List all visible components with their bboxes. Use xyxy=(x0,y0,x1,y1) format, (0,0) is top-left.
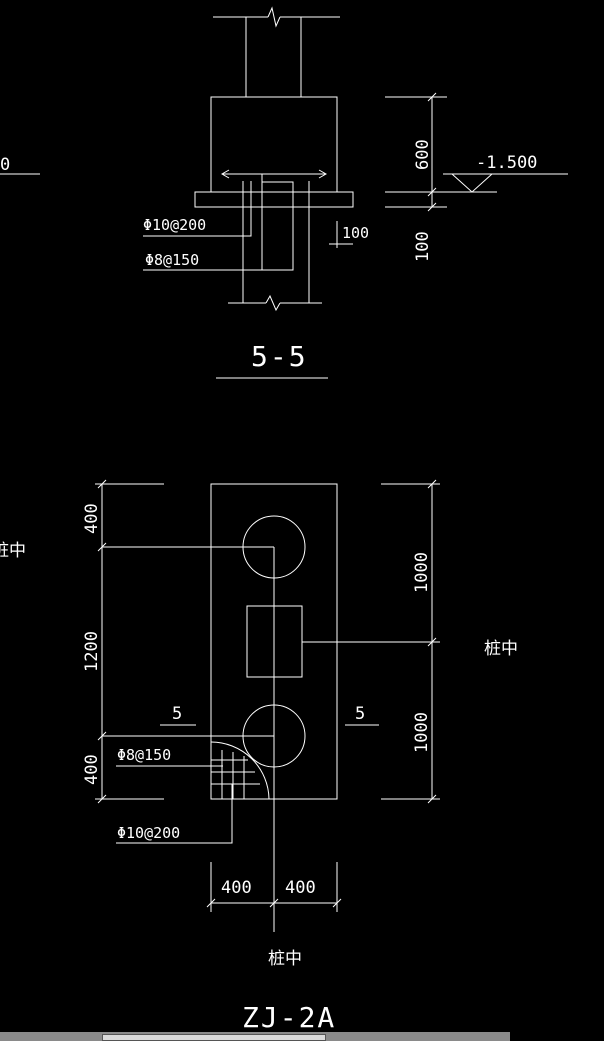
rebar-1-label: Φ8@150 xyxy=(117,746,171,764)
scrollbar-corner xyxy=(510,1032,604,1041)
leader-rebar-2 xyxy=(116,784,233,844)
dim-right-plan-tick-2 xyxy=(427,637,437,647)
scrollbar-thumb[interactable] xyxy=(102,1034,326,1041)
dim-left-top-label: 400 xyxy=(82,503,102,534)
pile-cap-outline xyxy=(210,96,338,193)
dim-right-bot-label: 1000 xyxy=(412,712,432,753)
rebar-2-label: Φ10@200 xyxy=(117,824,180,842)
section-mark-left: 5 xyxy=(172,704,182,724)
column-top-break-symbol xyxy=(267,6,281,28)
bottom-plate xyxy=(194,191,354,208)
pile-center-bottom-label: 桩中 xyxy=(268,949,302,969)
rebar-top-arrow-left xyxy=(220,169,230,179)
plan-title: ZJ-2A xyxy=(242,1001,336,1034)
left-fragment-text: 0 xyxy=(0,155,10,175)
dim-right-tick-2 xyxy=(427,187,437,197)
dim-600-label: 600 xyxy=(413,139,433,170)
dim-left-tick-2 xyxy=(97,542,107,552)
dim-left-tick-4 xyxy=(97,794,107,804)
dim-right-plan-tick-3 xyxy=(427,794,437,804)
rebar-top-label: Φ10@200 xyxy=(143,216,206,234)
pile-bottom-break-symbol xyxy=(265,294,281,312)
dim-bottom-tick-3 xyxy=(332,898,342,908)
dim-100-small-label: 100 xyxy=(342,224,369,242)
rebar-bottom-label: Φ8@150 xyxy=(145,251,199,269)
dim-right-plan-tick-1 xyxy=(427,479,437,489)
dim-bottom-tick-1 xyxy=(206,898,216,908)
pile-center-right-label: 桩中 xyxy=(484,639,518,659)
section-5-5: Φ10@200 Φ8@150 100 600 100 -1.500 0 5-5 xyxy=(0,6,568,379)
leader-rebar-top xyxy=(143,181,252,237)
dim-bottom-tick-2 xyxy=(269,898,279,908)
dim-left-tick-1 xyxy=(97,479,107,489)
rebar-top-arrow-right xyxy=(318,169,328,179)
dim-left-mid-label: 1200 xyxy=(82,631,102,672)
dim-100-right-label: 100 xyxy=(413,231,433,262)
dim-bottom-right-label: 400 xyxy=(285,878,316,898)
dim-bottom-left-label: 400 xyxy=(221,878,252,898)
dim-left-bot-label: 400 xyxy=(82,754,102,785)
section-title: 5-5 xyxy=(251,340,308,373)
plan-zj-2a: Φ8@150 Φ10@200 5 5 400 1200 400 1000 100… xyxy=(0,479,518,1034)
left-fragment-label: 桩中 xyxy=(0,541,26,561)
dim-right-tick-3 xyxy=(427,202,437,212)
rebar-cage xyxy=(261,181,294,271)
rebar-detail-arc xyxy=(210,741,270,800)
dim-right-top-label: 1000 xyxy=(412,552,432,593)
dim-left-tick-3 xyxy=(97,731,107,741)
section-mark-right: 5 xyxy=(355,704,365,724)
elevation-label: -1.500 xyxy=(476,153,537,173)
dim-right-tick-1 xyxy=(427,92,437,102)
elevation-triangle[interactable] xyxy=(451,173,493,193)
